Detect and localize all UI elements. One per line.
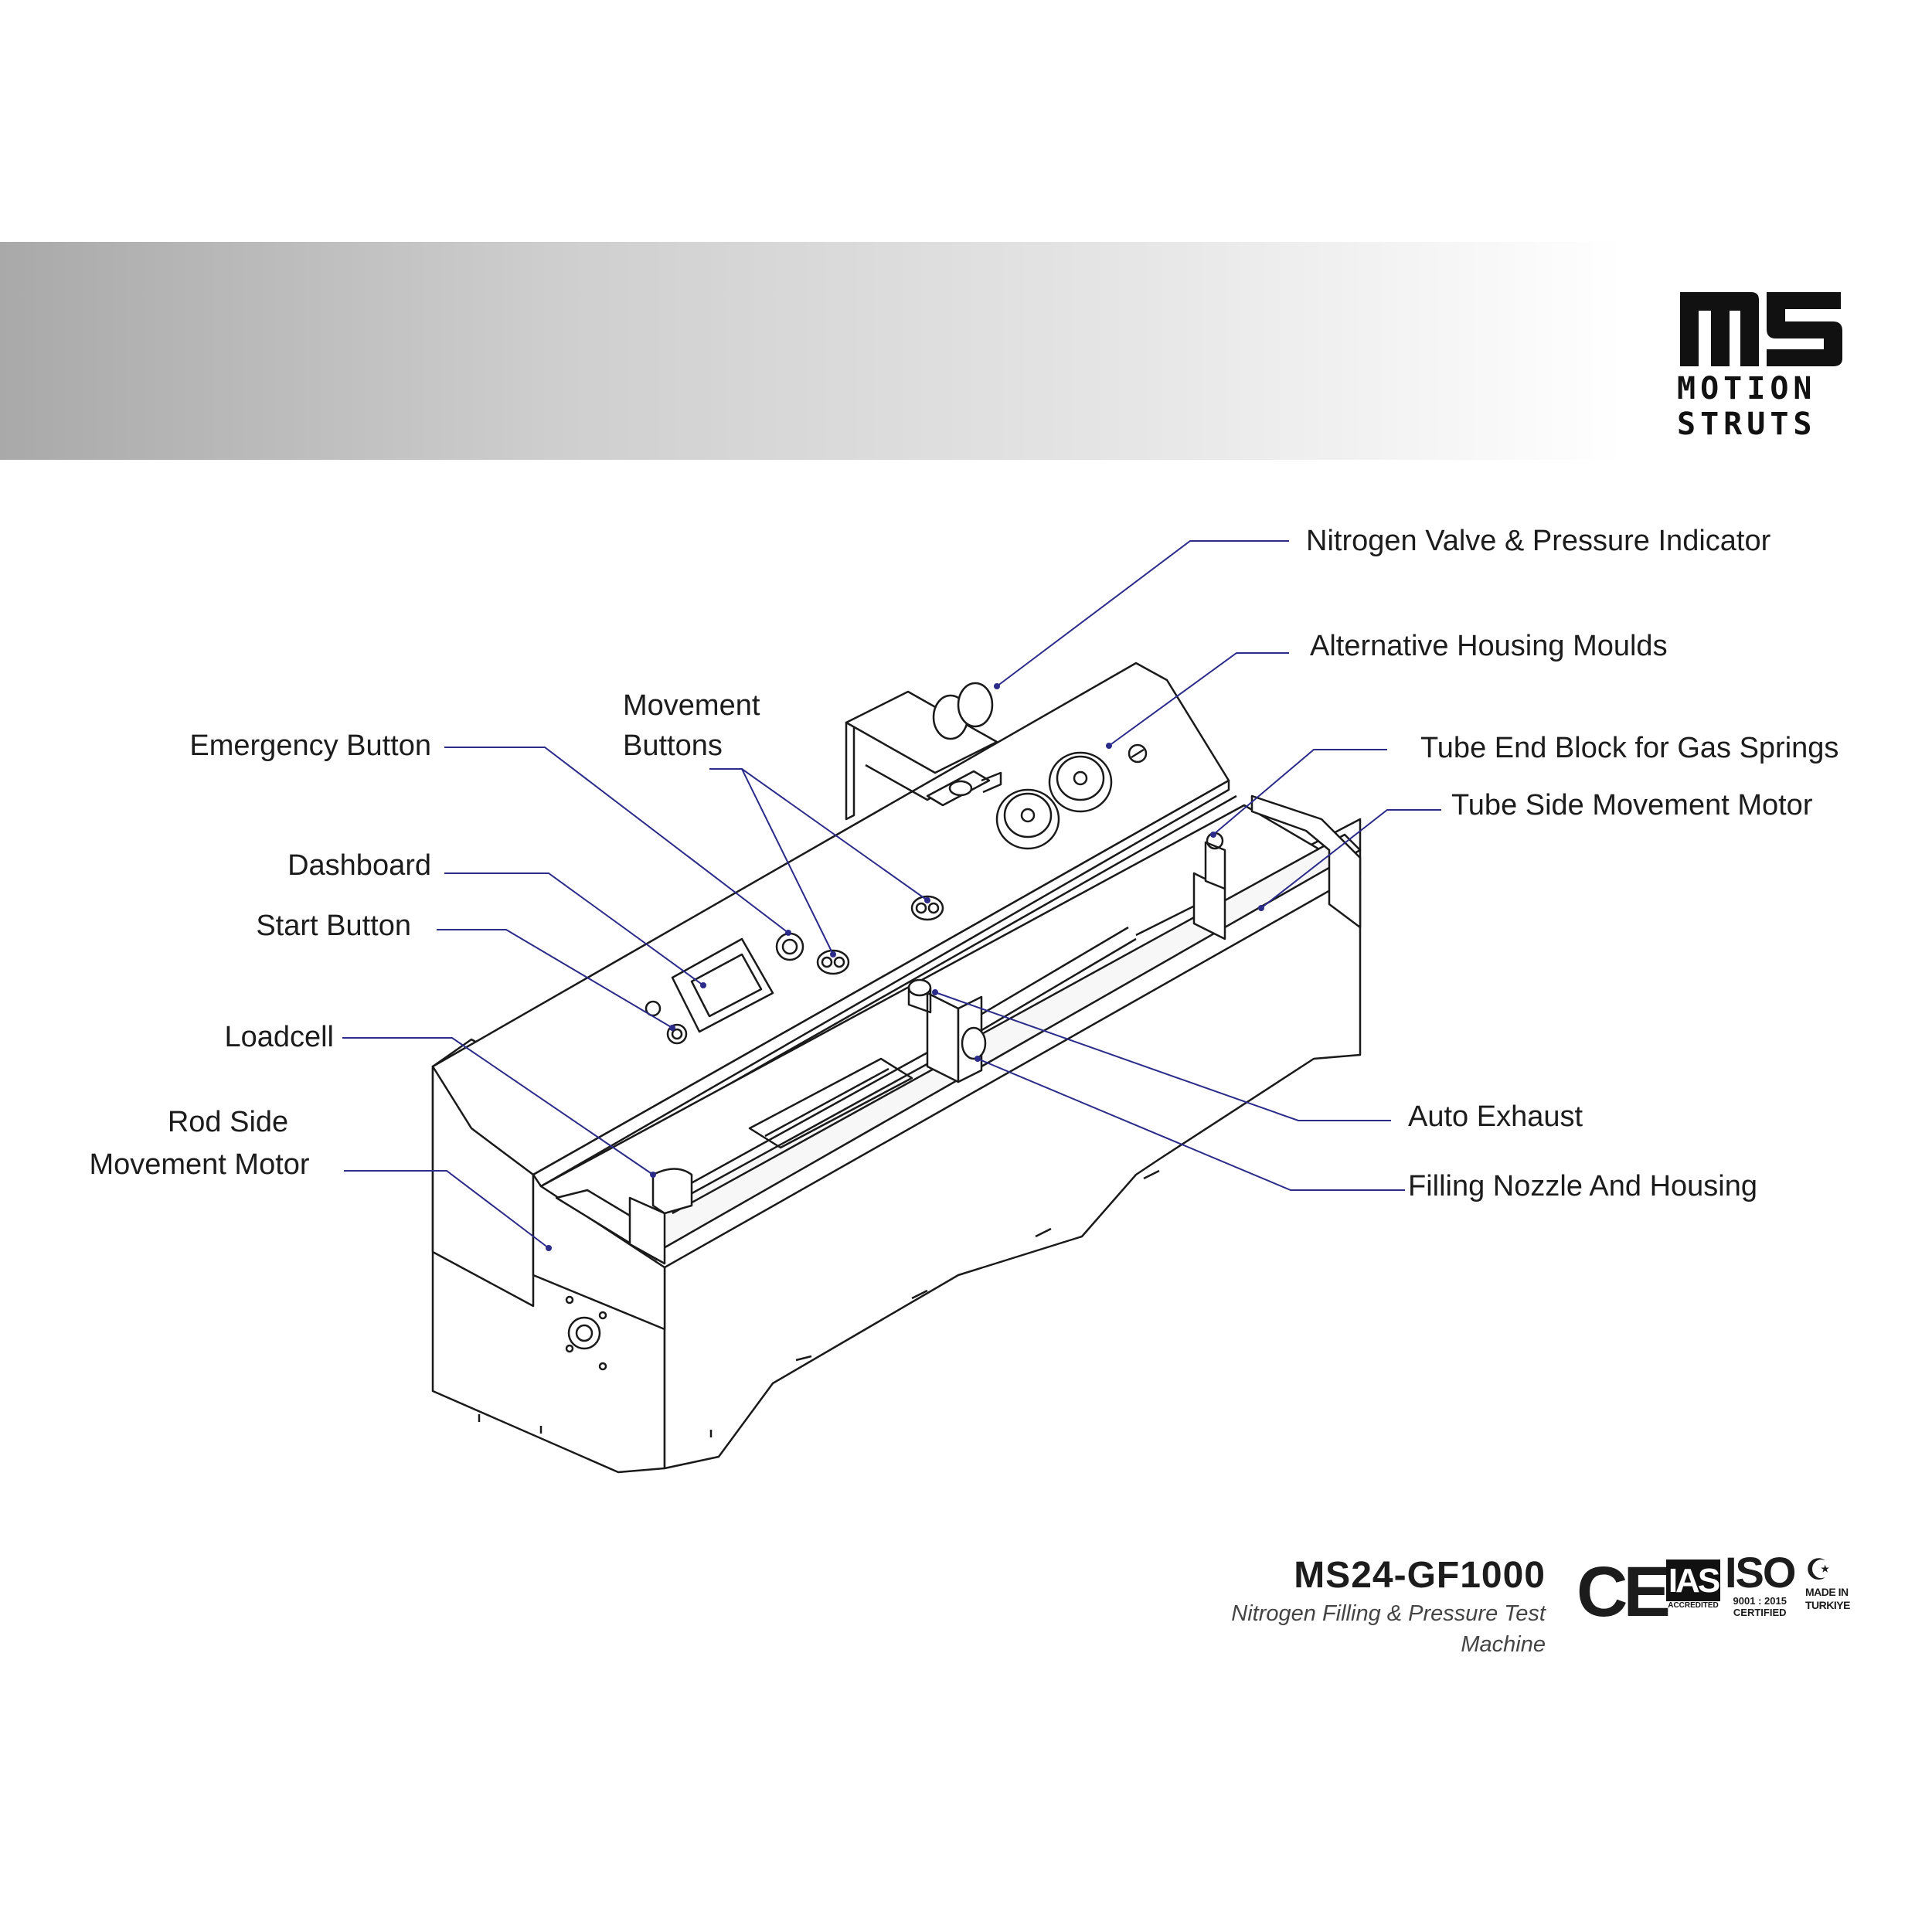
logo-line-motion: MOTION	[1677, 371, 1817, 406]
leader-emergency-button	[444, 747, 789, 934]
leader-lines	[342, 540, 1441, 1249]
product-description: Nitrogen Filling & Pressure Test Machine	[1231, 1601, 1546, 1657]
leader-filling-nozzle	[977, 1058, 1405, 1191]
label-tube-end-block: Tube End Block for Gas Springs	[1420, 732, 1839, 764]
made-in-line2: TURKIYE	[1805, 1599, 1850, 1611]
motion-struts-logo: MOTION STRUTS	[1677, 286, 1855, 442]
leader-rod-side-motor	[344, 1170, 549, 1249]
label-loadcell: Loadcell	[224, 1021, 334, 1053]
label-rod-side-line1: Rod Side	[167, 1106, 289, 1138]
ce-mark: CE	[1577, 1553, 1671, 1631]
label-start-button: Start Button	[256, 910, 411, 942]
leader-movement-buttons-2	[741, 768, 928, 901]
label-tube-side-motor: Tube Side Movement Motor	[1451, 789, 1813, 821]
ias-accredited-badge: IAS ACCREDITED	[1666, 1560, 1720, 1610]
leader-tube-end-block	[1213, 749, 1387, 835]
iso-certified-text: CERTIFIED	[1733, 1607, 1787, 1618]
product-block: MS24-GF1000 Nitrogen Filling & Pressure …	[1159, 1553, 1546, 1660]
label-dashboard: Dashboard	[287, 849, 431, 882]
header-gradient-banner	[0, 242, 1623, 460]
label-nitrogen-valve: Nitrogen Valve & Pressure Indicator	[1306, 525, 1771, 557]
machine-drawing	[431, 662, 1362, 1474]
leader-dashboard	[444, 872, 704, 986]
made-in-turkiye-badge: ☪ MADE IN TURKIYE	[1805, 1555, 1850, 1612]
leader-loadcell	[342, 1037, 654, 1175]
crescent-star-icon: ☪	[1805, 1554, 1832, 1587]
leader-alternative-housing	[1108, 652, 1289, 747]
ms-logo-mark	[1680, 292, 1842, 366]
ias-subtext: ACCREDITED	[1668, 1601, 1719, 1610]
leader-nitrogen-valve	[996, 540, 1289, 687]
product-model-code: MS24-GF1000	[1294, 1555, 1546, 1596]
label-auto-exhaust: Auto Exhaust	[1408, 1100, 1583, 1133]
logo-line-struts: STRUTS	[1677, 406, 1817, 442]
label-emergency-button: Emergency Button	[189, 730, 431, 762]
iso-certified-badge: ISO 9001 : 2015 CERTIFIED	[1725, 1548, 1796, 1619]
label-rod-side-line2: Movement Motor	[89, 1148, 310, 1181]
label-filling-nozzle: Filling Nozzle And Housing	[1408, 1170, 1758, 1202]
label-movement-buttons-line2: Buttons	[623, 730, 723, 762]
label-alternative-housing-moulds: Alternative Housing Moulds	[1310, 630, 1668, 662]
leader-auto-exhaust	[934, 992, 1391, 1121]
iso-mark: ISO	[1725, 1548, 1796, 1597]
label-movement-buttons-line1: Movement	[623, 689, 760, 722]
leader-tube-side-motor	[1260, 809, 1441, 909]
iso-standard: 9001 : 2015	[1733, 1595, 1787, 1607]
made-in-line1: MADE IN	[1805, 1586, 1849, 1598]
leader-start-button	[437, 929, 673, 1029]
leader-arrowheads	[546, 683, 1264, 1251]
ias-mark: IAS	[1666, 1560, 1720, 1601]
